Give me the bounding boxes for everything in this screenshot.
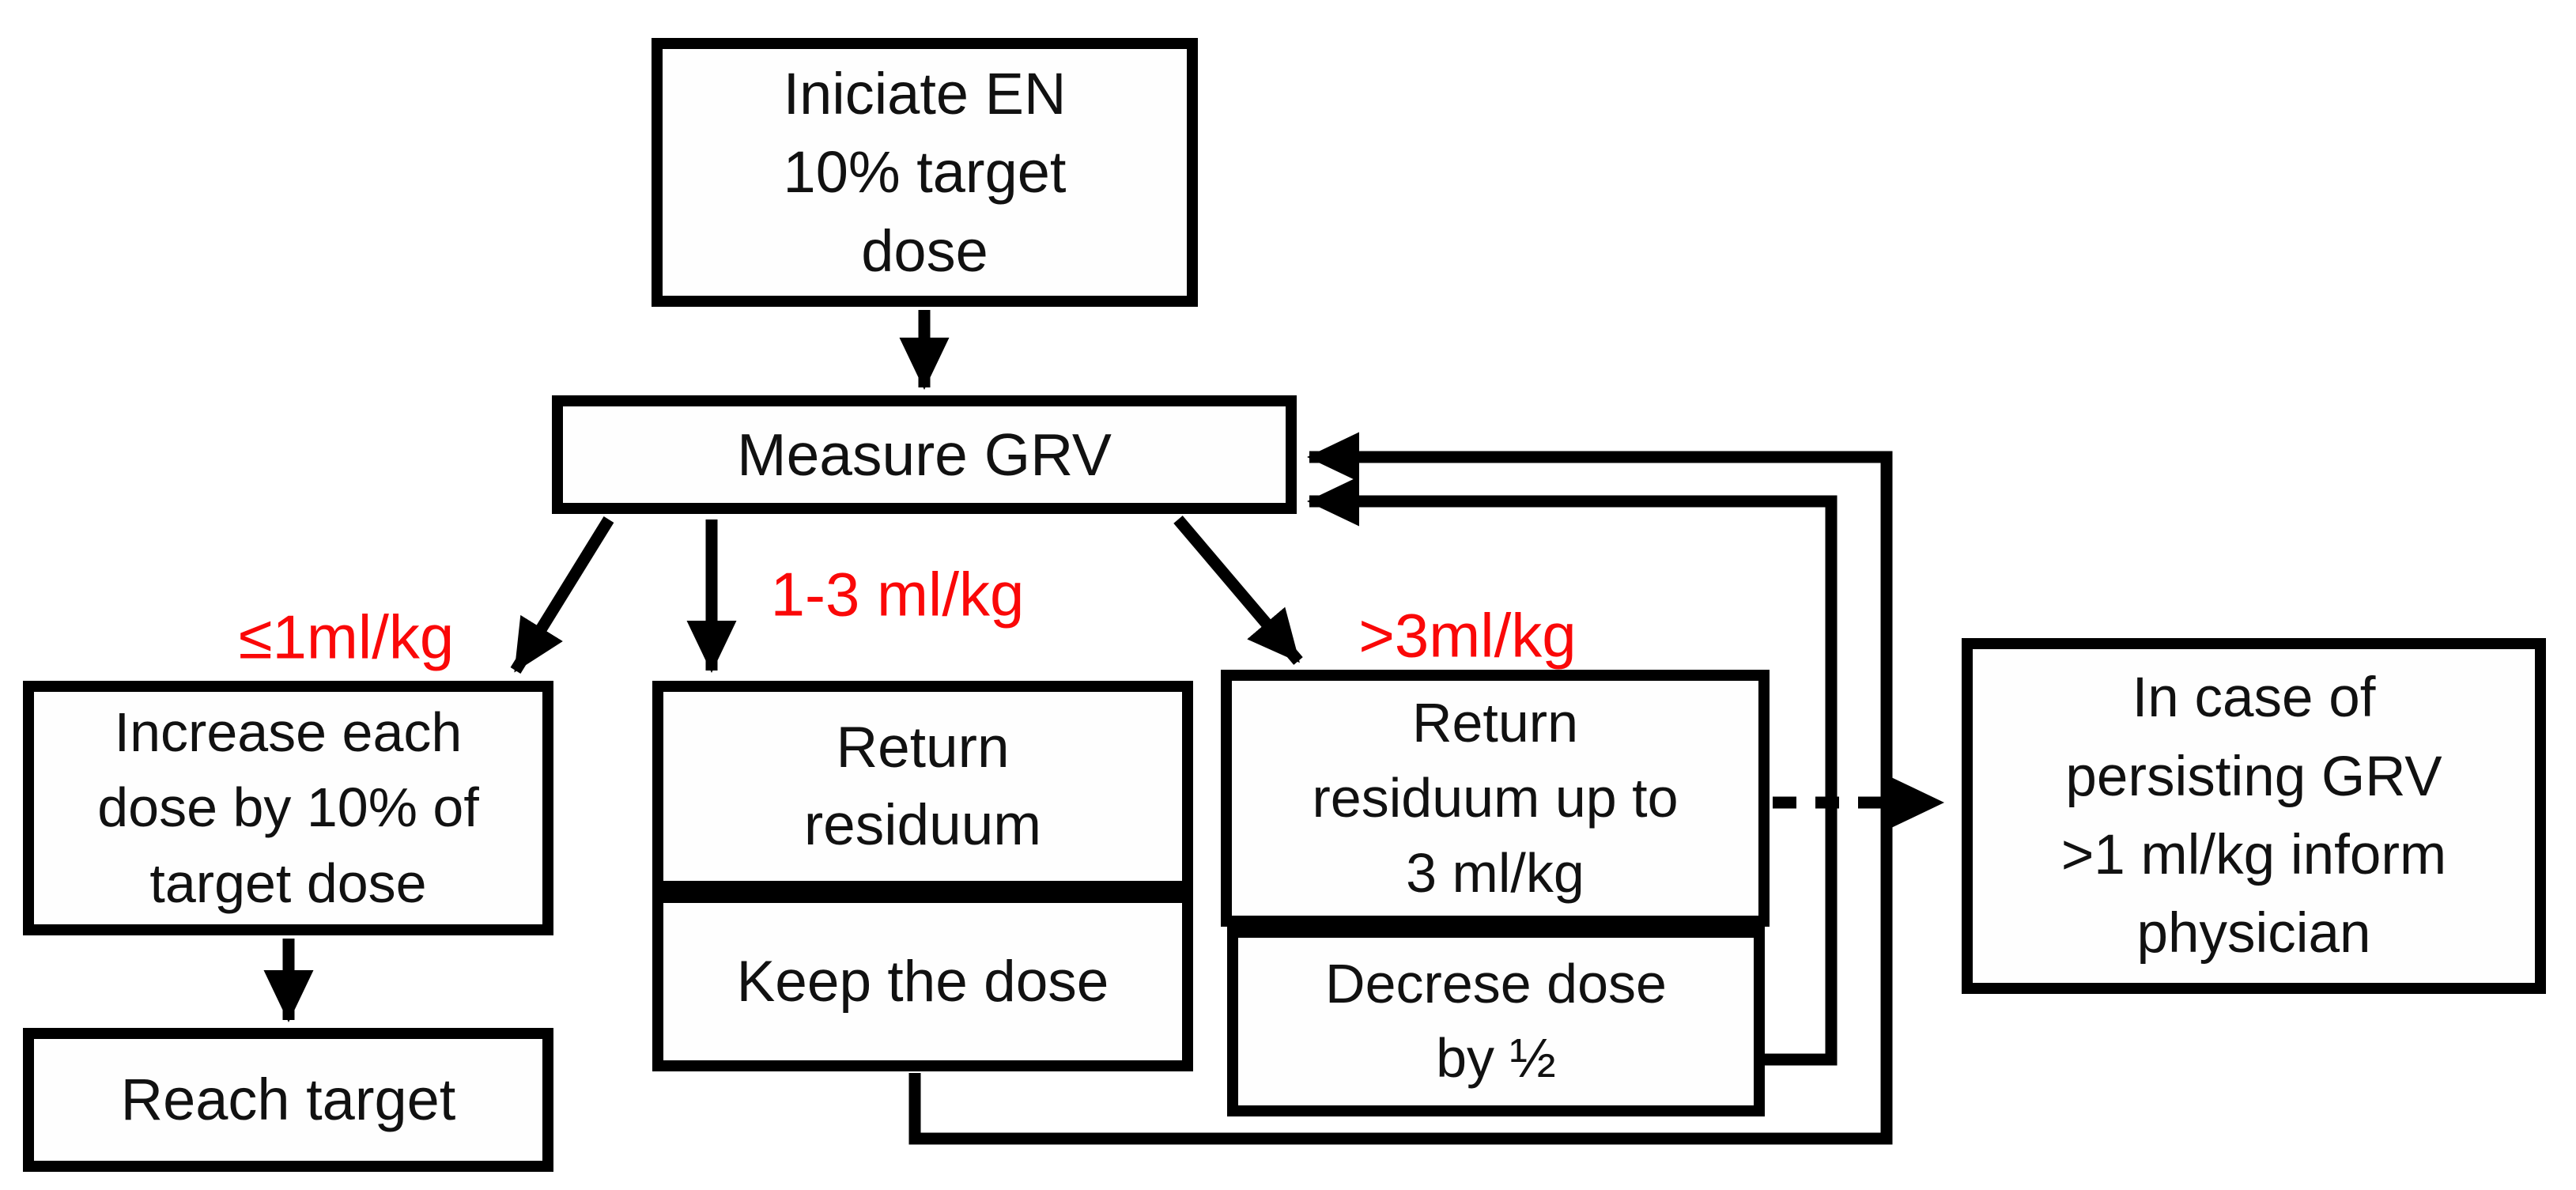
node-decrease-dose-by-half: Decrese dose by ½: [1227, 927, 1765, 1116]
node-reach-target: Reach target: [23, 1028, 553, 1172]
node-initiate-en: Iniciate EN 10% target dose: [652, 38, 1198, 307]
node-return-residuum-up-to-3ml: Return residuum up to 3 ml/kg: [1221, 670, 1770, 927]
node-inform-physician: In case of persisting GRV >1 ml/kg infor…: [1962, 638, 2546, 994]
edge-label-gt-3ml-kg: >3ml/kg: [1358, 600, 1577, 671]
feedback-decrease-dose-to-measure: [1306, 476, 1838, 1066]
node-return-residuum: Return residuum: [652, 681, 1193, 892]
edge-label-1-3-ml-kg: 1-3 ml/kg: [770, 559, 1025, 629]
node-measure-grv: Measure GRV: [552, 395, 1297, 514]
node-increase-dose: Increase each dose by 10% of target dose: [23, 681, 553, 935]
arrow-measure-to-return-residuum-3ml: [1173, 516, 1303, 665]
node-keep-the-dose: Keep the dose: [652, 892, 1193, 1071]
feedback-keep-dose-to-measure: [908, 432, 1893, 1145]
arrow-measure-to-increase: [510, 516, 614, 674]
edge-label-le-1ml-kg: ≤1ml/kg: [238, 602, 455, 672]
